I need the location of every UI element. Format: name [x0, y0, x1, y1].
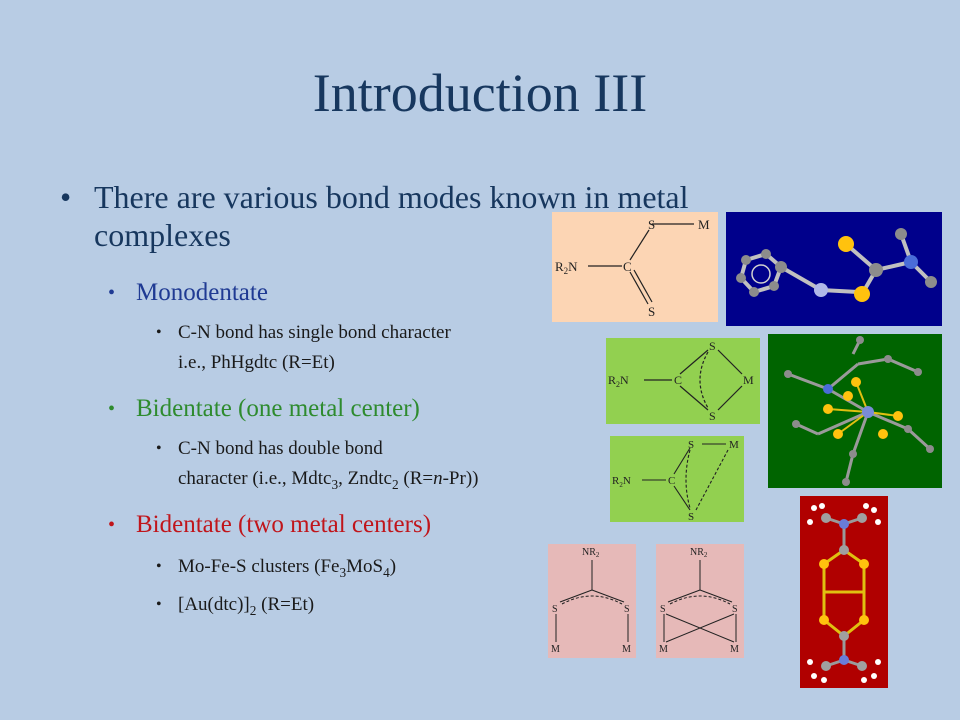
phhgdtc-structure — [726, 212, 942, 326]
bullet-dot: • — [108, 282, 116, 304]
atom-s: S — [648, 217, 655, 232]
group-r2n: R2N — [612, 475, 631, 489]
bullet-dot: • — [156, 440, 162, 457]
bullet-dot: • — [108, 398, 116, 420]
atom-m: M — [729, 439, 739, 451]
main-bullet-text: There are various bond modes known in me… — [94, 179, 689, 253]
detail-line-2: i.e., PhHgdtc (R=Et) — [178, 352, 335, 373]
atom-m: M — [659, 644, 668, 655]
section-heading: Monodentate — [136, 279, 268, 306]
item-text: Mo-Fe-S clusters (Fe3MoS4) — [178, 556, 397, 580]
bidentate-two-diagram-1: NR2 S S M M — [548, 544, 636, 658]
item-text: [Au(dtc)]2 (R=Et) — [178, 594, 315, 618]
bullet-dot: • — [156, 596, 162, 613]
bidentate-one-diagram: S S C M R2N — [606, 338, 760, 424]
bullet-dot: • — [108, 514, 116, 536]
atom-s: S — [709, 339, 716, 353]
detail-line-1: C-N bond has double bond — [178, 438, 383, 459]
atom-c: C — [674, 373, 682, 387]
bullet-dot: • — [60, 179, 72, 215]
atom-s: S — [688, 439, 694, 451]
atom-m: M — [622, 644, 631, 655]
detail-line-2: character (i.e., Mdtc3, Zndtc2 (R=n-Pr)) — [178, 468, 479, 492]
detail-line-1: C-N bond has single bond character — [178, 322, 451, 343]
group-r2n: R2N — [555, 259, 578, 276]
atom-s: S — [660, 604, 666, 615]
bidentate-one-diagram-2: S M C S R2N — [610, 436, 744, 522]
atom-c: C — [623, 259, 632, 274]
au-dtc-structure — [800, 496, 888, 688]
atom-c: C — [668, 475, 675, 487]
atom-s: S — [688, 511, 694, 522]
slide-title: Introduction III — [312, 63, 648, 123]
monodentate-diagram: S M C R2N S — [552, 212, 718, 322]
group-r2n: R2N — [608, 373, 629, 389]
mdtc3-structure — [768, 334, 942, 488]
atom-s: S — [732, 604, 738, 615]
bullet-dot: • — [156, 558, 162, 575]
atom-s: S — [624, 604, 630, 615]
group-nr2: NR2 — [582, 547, 600, 559]
section-heading: Bidentate (one metal center) — [136, 395, 420, 422]
atom-m: M — [551, 644, 560, 655]
atom-m: M — [730, 644, 739, 655]
atom-s: S — [552, 604, 558, 615]
atom-s: S — [648, 304, 655, 319]
atom-m: M — [743, 373, 754, 387]
atom-m: M — [698, 217, 710, 232]
group-nr2: NR2 — [690, 547, 708, 559]
atom-s: S — [709, 409, 716, 423]
bidentate-two-diagram-2: NR2 S S M M — [656, 544, 744, 658]
section-heading: Bidentate (two metal centers) — [136, 511, 432, 538]
bullet-dot: • — [156, 324, 162, 341]
